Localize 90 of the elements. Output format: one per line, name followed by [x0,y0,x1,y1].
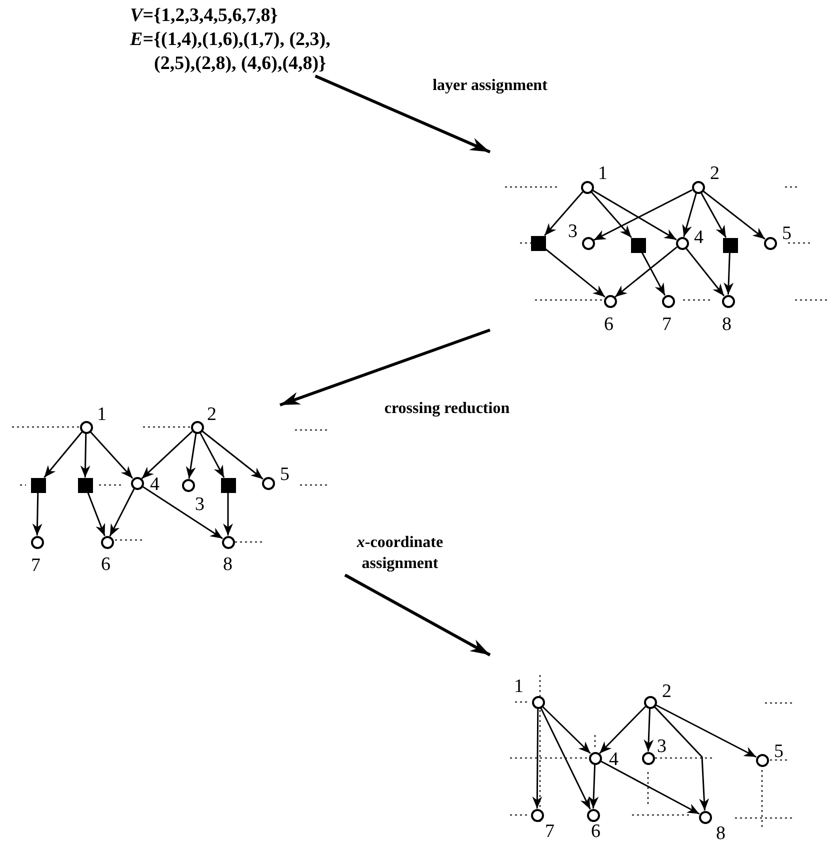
arrow [542,706,591,754]
vertex-number: 6 [604,315,614,334]
step-arrow [314,74,491,154]
arrow [87,492,106,536]
vertex-circle [586,808,600,822]
arrow [186,433,197,479]
vertex-number: 7 [662,315,672,334]
arrow [202,430,264,480]
arrow [593,189,693,241]
arrow [614,246,678,298]
set-definition: V={1,2,3,4,5,6,7,8} [130,4,279,28]
vertex-number: 2 [662,682,672,701]
vertex-number: 4 [609,750,618,769]
vertex-circle [580,180,594,194]
vertex-number: 6 [591,822,600,841]
dummy-vertex-square [220,478,236,492]
arrow [654,706,710,811]
arrow [685,248,725,296]
vertex-circle [100,536,114,548]
vertex-circle [530,808,544,822]
vertex-number: 2 [710,164,720,183]
vertex-number: 1 [514,677,524,696]
arrow [700,192,727,238]
vertex-circle [692,180,704,194]
arrow [588,764,599,809]
vertex-circle [756,754,768,766]
vertex-number: 7 [545,822,554,841]
arrow [90,431,134,479]
vertex-circle [722,294,734,308]
dummy-vertex-square [530,236,546,250]
vertex-circle [190,420,204,434]
vertex-circle [222,536,234,548]
vertex-circle [698,810,712,824]
arrow [641,252,666,296]
vertex-circle [662,294,674,308]
dummy-vertex-square [78,478,92,492]
arrow [644,708,654,752]
vertex-circle [764,236,776,250]
arrow [109,488,135,537]
dummy-vertex-square [630,238,646,252]
vertex-circle [582,236,594,250]
arrow [590,191,632,238]
arrow [540,707,591,810]
arrow [682,193,697,237]
vertex-circle [644,696,656,708]
arrow [702,190,766,240]
vertex-number: 4 [694,228,704,247]
vertex-number: 5 [280,465,290,484]
vertex-number: 3 [568,222,578,241]
vertex-circle [532,696,544,708]
vertex-circle [676,236,688,250]
dummy-vertex-square [722,238,738,252]
dummy-vertex-square [30,478,46,492]
vertex-number: 2 [207,405,216,424]
vertex-number: 8 [716,824,726,843]
arrow [532,708,542,808]
arrow [80,433,90,478]
arrow [223,492,233,536]
vertex-number: 5 [774,742,784,761]
arrow [655,704,757,758]
vertex-number: 7 [31,556,40,575]
vertex-circle [588,752,602,764]
vertex-circle [182,478,194,492]
arrow [142,486,223,540]
vertex-circle [262,476,274,490]
vertex-circle [642,752,654,764]
set-definition: E={(1,4),(1,6),(1,7), (2,3),(2,5),(2,8), (4,6),(4,8)} [130,28,332,76]
vertex-number: 5 [782,224,792,243]
vertex-number: 3 [195,495,204,514]
vertex-number: 1 [97,405,106,424]
vertex-circle [30,536,44,548]
vertex-number: 8 [722,315,732,334]
vertex-number: 1 [598,164,608,183]
arrow [544,191,584,236]
vertex-number: 4 [150,475,160,494]
arrow [545,248,606,298]
arrow [592,190,677,240]
arrow [724,252,734,295]
vertex-circle [80,420,92,434]
arrow [599,706,646,754]
vertex-number: 3 [657,737,666,756]
vertex-circle [130,476,144,490]
arrow [44,432,82,478]
arrow [141,430,193,480]
vertex-circle [604,294,616,308]
vertex-number: 8 [223,555,232,574]
vertex-number: 6 [101,555,110,574]
arrow [199,432,225,478]
arrow [600,760,700,815]
arrow [32,492,42,536]
